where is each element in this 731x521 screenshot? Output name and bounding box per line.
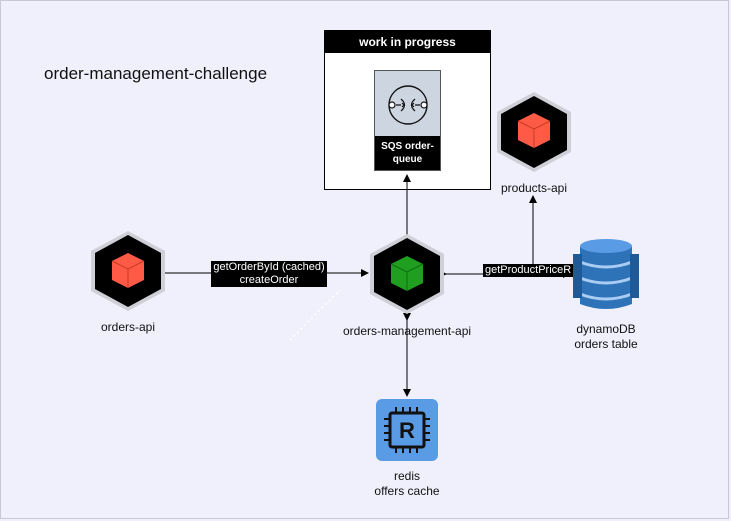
orders-management-api-icon[interactable] bbox=[370, 234, 444, 314]
redis-label: redis offers cache bbox=[357, 469, 457, 499]
edge-label-line1: getOrderById (cached) bbox=[213, 261, 325, 273]
edge-label-line2: createOrder bbox=[239, 274, 299, 286]
dynamodb-label-line2: orders table bbox=[574, 337, 638, 351]
diagram-title: order-management-challenge bbox=[44, 64, 268, 83]
wip-group-title: work in progress bbox=[325, 31, 490, 53]
faint-dotted-line bbox=[289, 289, 341, 341]
products-api-label: products-api bbox=[500, 181, 568, 195]
sqs-queue-label: SQS order-queue bbox=[375, 136, 440, 170]
sqs-queue-node[interactable]: SQS order-queue bbox=[374, 70, 441, 171]
sqs-queue-icon bbox=[388, 85, 428, 125]
dynamodb-icon[interactable] bbox=[571, 239, 641, 312]
orders-management-api-label: orders-management-api bbox=[342, 324, 472, 338]
redis-logo-letter: R bbox=[399, 418, 415, 443]
dynamodb-label: dynamoDB orders table bbox=[556, 322, 656, 352]
edge-label-products: getProductPriceR bbox=[483, 264, 573, 277]
orders-api-icon[interactable] bbox=[91, 231, 165, 311]
orders-api-label: orders-api bbox=[100, 320, 156, 334]
edge-label-orders-mgmt: getOrderById (cached) createOrder bbox=[211, 261, 327, 287]
redis-label-line1: redis bbox=[393, 469, 420, 483]
dynamodb-label-line1: dynamoDB bbox=[576, 322, 636, 336]
redis-label-line2: offers cache bbox=[374, 484, 440, 498]
redis-icon[interactable]: R bbox=[376, 399, 438, 461]
products-api-icon[interactable] bbox=[497, 92, 571, 172]
